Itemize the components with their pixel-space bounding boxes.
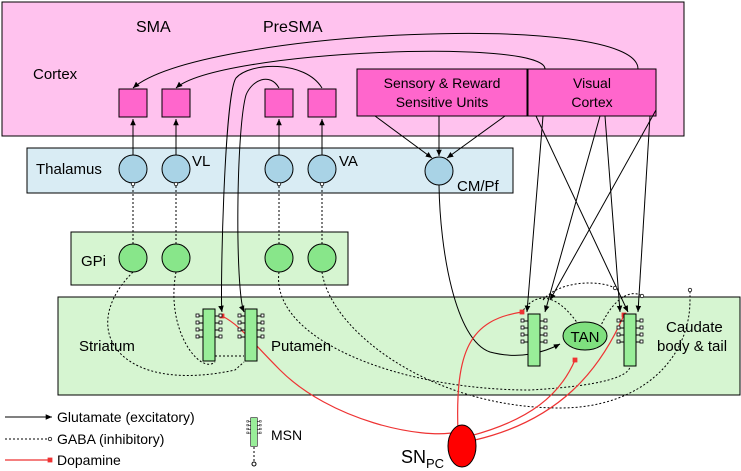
legend-msn-label: MSN [271,427,302,443]
cortex-unit-1 [118,88,148,118]
thalamus-label: Thalamus [36,161,102,178]
thalamocortical-arrows [130,119,325,155]
thalamic-nucleus-4 [307,154,337,184]
presma-label: PreSMA [263,19,323,36]
visual-label-line1: Visual [573,75,611,91]
cortex-label: Cortex [33,66,78,83]
visual-label-line2: Cortex [571,94,612,110]
legend-dopamine-label: Dopamine [57,452,121,468]
gpi-nucleus-4 [307,243,337,273]
sma-label: SMA [136,19,171,36]
gpi-nucleus-3 [264,243,294,273]
sensory-label-line2: Sensitive Units [396,94,489,110]
tan-interneuron [562,321,608,351]
thalamic-nucleus-1 [118,154,148,184]
gpi-nucleus-1 [118,243,148,273]
legend: Glutamate (excitatory) GABA (inhibitory)… [5,409,302,468]
cortical-feedback-arcs [132,32,639,313]
vl-label: VL [192,153,210,170]
gpi-nucleus-2 [161,243,191,273]
sensory-reward-units-box [356,68,528,117]
gpi-region [70,231,349,286]
cortex-unit-3 [264,88,294,118]
legend-glutamate-label: Glutamate (excitatory) [57,409,195,425]
cortex-unit-4 [307,88,337,118]
tan-label: TAN [571,329,600,346]
thalamic-nucleus-2 [161,154,191,184]
cmpf-label: CM/Pf [457,178,500,195]
gpi-label: GPi [81,253,106,270]
visual-cortex-box [527,68,657,117]
dopaminergic-projections [219,309,627,441]
caudate-label-line2: body & tail [657,338,727,355]
caudate-label-line1: Caudate [666,319,723,336]
va-label: VA [339,153,358,170]
putamen-label: Putamen [271,338,331,355]
snpc-nucleus [447,424,477,468]
cortex-unit-2 [161,88,191,118]
snpc-label: SNPC [401,447,444,471]
sensory-label-line1: Sensory & Reward [384,75,501,91]
striatum-label: Striatum [79,338,135,355]
thalamic-nucleus-3 [264,154,294,184]
legend-msn-icon [246,417,262,447]
legend-gaba-label: GABA (inhibitory) [57,431,164,447]
cmpf-nucleus [424,156,454,186]
